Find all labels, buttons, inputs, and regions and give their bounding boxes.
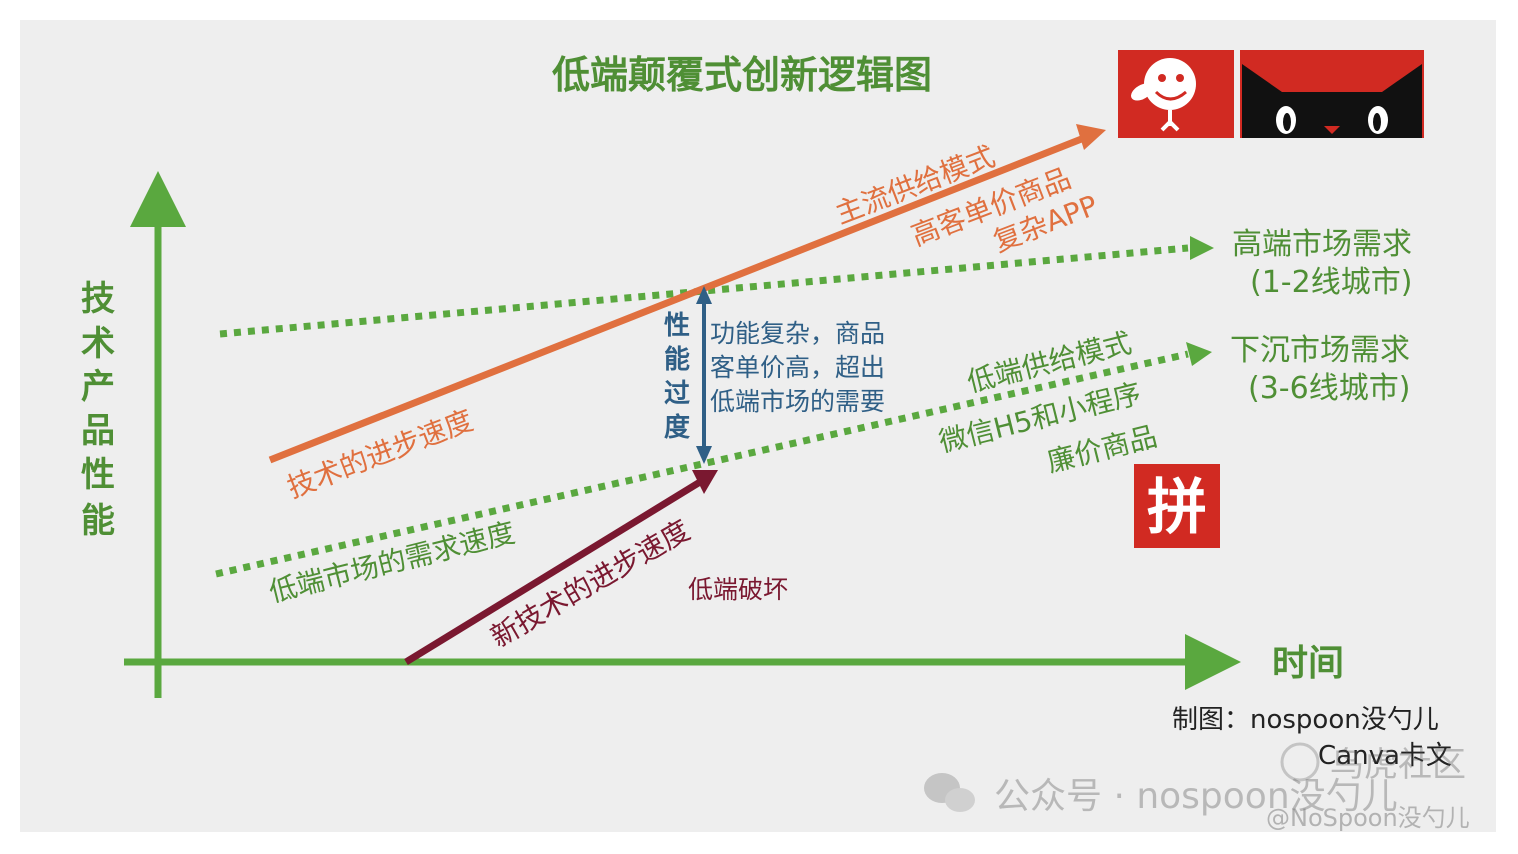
overshoot-label-char: 性 — [664, 311, 690, 341]
overshoot-note-line: 低端市场的需要 — [710, 387, 885, 416]
pdd-logo: 拼 — [1134, 464, 1220, 548]
mainstream-tech-arrowhead — [1076, 124, 1106, 150]
tmall-cat-logo — [1240, 50, 1424, 138]
wechat-icon — [924, 773, 975, 812]
mainstream-tech-line — [268, 134, 1086, 464]
y-axis-label-char: 性 — [81, 455, 115, 495]
high-end-demand-label: 高端市场需求 — [1232, 227, 1412, 262]
overshoot-arrowhead-top — [696, 286, 712, 304]
overshoot-label-char: 能 — [664, 344, 690, 375]
credit-line: Canva卡文 — [1318, 741, 1452, 771]
disruption-label: 低端破坏 — [688, 575, 788, 604]
overshoot-note-line: 客单价高，超出 — [710, 353, 885, 382]
y-axis-label-char: 技 — [81, 279, 115, 319]
new-tech-label: 新技术的进步速度 — [485, 513, 696, 654]
overshoot-label: 性 能 过 度 — [664, 311, 690, 443]
low-end-demand-arrowhead — [1186, 342, 1212, 366]
credit-line: 制图：nospoon没勺儿 — [1172, 705, 1439, 735]
overshoot-label-char: 过 — [664, 379, 690, 409]
handle-watermark: @NoSpoon没勺儿 — [1266, 804, 1470, 832]
low-end-demand-line — [215, 350, 1189, 578]
slide: 低端颠覆式创新逻辑图 技 术 产 品 性 能 时间 性 能 过 度 功能复杂，商… — [20, 20, 1496, 832]
new-tech-line — [404, 479, 702, 665]
low-end-market-sublabel: (3-6线城市) — [1248, 371, 1410, 406]
new-tech-arrowhead — [692, 470, 718, 494]
overshoot-note: 功能复杂，商品 客单价高，超出 低端市场的需要 — [710, 319, 885, 416]
community-icon — [1280, 742, 1320, 782]
y-axis-label-char: 品 — [81, 411, 115, 451]
community-watermark-text: 鸟虎社区 — [1330, 745, 1466, 785]
pdd-logo-glyph: 拼 — [1147, 473, 1207, 543]
y-axis-label: 技 术 产 品 性 能 — [81, 279, 115, 541]
wechat-watermark: 公众号 · nospoon没勺儿 — [924, 773, 1398, 817]
jd-dog-logo — [1118, 50, 1234, 138]
high-end-demand-arrowhead — [1190, 236, 1214, 260]
x-axis-label: 时间 — [1272, 643, 1344, 684]
y-axis-label-char: 能 — [81, 501, 115, 541]
low-end-market-label: 下沉市场需求 — [1230, 333, 1410, 368]
overshoot-note-line: 功能复杂，商品 — [710, 319, 885, 348]
high-end-demand-sublabel: (1-2线城市) — [1250, 265, 1412, 300]
diagram-canvas: 低端颠覆式创新逻辑图 技 术 产 品 性 能 时间 性 能 过 度 功能复杂，商… — [81, 50, 1470, 832]
wechat-watermark-text: 公众号 · nospoon没勺儿 — [994, 776, 1398, 817]
community-watermark: 鸟虎社区 — [1280, 742, 1466, 785]
y-axis-label-char: 产 — [81, 367, 115, 407]
overshoot-label-char: 度 — [664, 412, 690, 443]
y-axis-label-char: 术 — [81, 324, 115, 364]
overshoot-arrowhead-bottom — [696, 446, 712, 464]
diagram-title: 低端颠覆式创新逻辑图 — [552, 53, 932, 97]
low-end-demand-label: 低端市场的需求速度 — [266, 516, 519, 609]
